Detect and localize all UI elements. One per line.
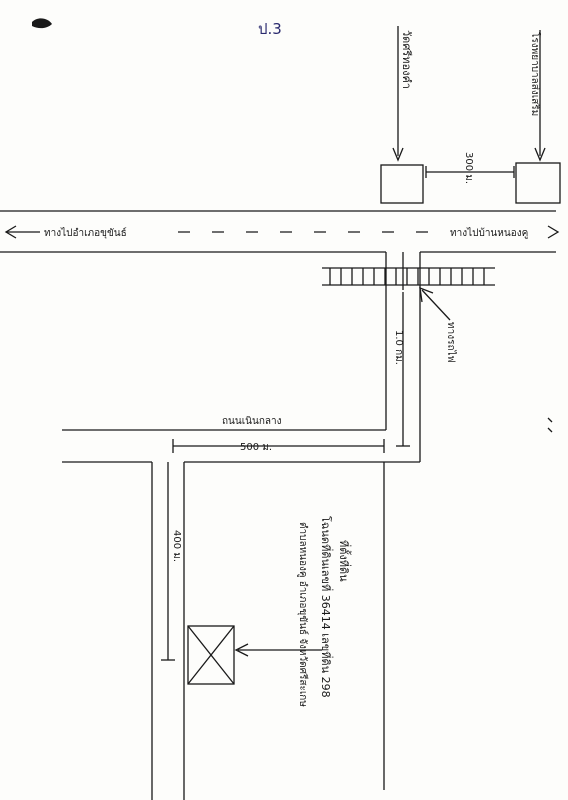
location-title: ที่ตั้งที่ดิน [337,540,352,582]
land-plot [187,625,235,685]
margin-mark [547,417,553,433]
right-direction-arrow-head [547,225,560,239]
railway-label: ทางรถไฟ [445,322,457,363]
left-building-label: วัดศรีทองคำ [400,30,413,89]
main-road-right-label: ทางไปบ้านหนองคู [450,227,528,239]
right-building-label: โรงพยาบาลส่งเสริม [529,32,542,116]
scan-smudge [32,18,52,29]
gap-distance-label: 300 ม. [463,152,474,184]
location-line2: ตำบลหนองคู อำเภอขุขันธ์ จังหวัดศรีสะเกษ [297,522,309,707]
land-plot-cross-2 [187,625,235,685]
main-road-left-label: ทางไปอำเภอขุขันธ์ [44,227,127,239]
right-building [515,162,561,204]
railway-crossing [322,267,495,286]
page-number: ป.3 [258,20,282,38]
vertical-distance-label: 1.0 กม. [393,330,404,365]
right-building-arrow-head [534,147,546,162]
noen-klang-road-label: ถนนเนินกลาง [222,416,282,427]
location-line1: โฉนดที่ดินเลขที่ 36414 เลขที่ดิน 298 [319,516,334,698]
left-building-arrow-head [392,147,404,162]
horizontal-distance-label: 500 ม. [240,442,272,453]
left-building [380,164,424,204]
land-plot-arrow-head [234,643,249,657]
railway-arrow-line [421,289,451,321]
lower-distance-label: 400 ม. [171,530,182,562]
